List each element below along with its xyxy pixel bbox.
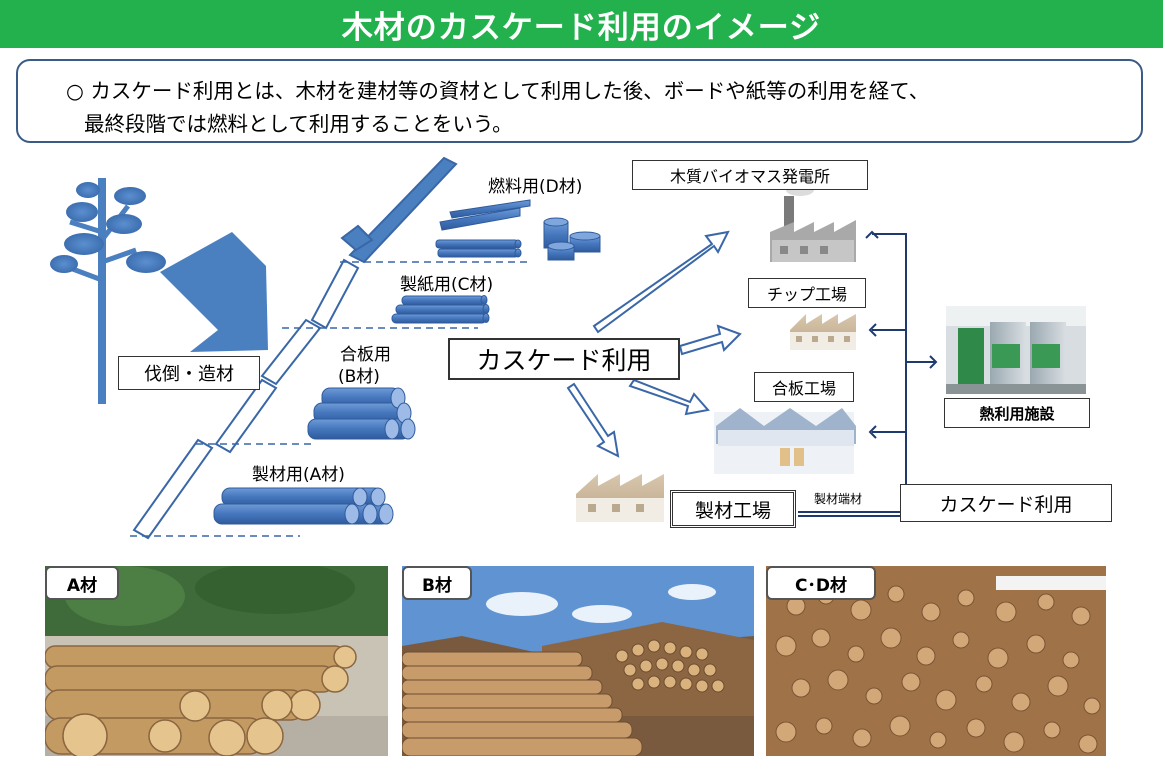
description-line-2: 最終段階では燃料として利用することをいう。 <box>84 112 513 136</box>
heat-connectors <box>798 230 938 517</box>
plywood-factory-label: 合板工場 <box>754 372 854 402</box>
plywood-label-line2: (B材) <box>338 367 380 387</box>
paper-label: 製紙用(C材) <box>400 275 494 295</box>
photo-b-tag: B材 <box>402 566 472 600</box>
cascade-right-label: カスケード利用 <box>900 484 1112 522</box>
paper-logs-icon <box>391 295 490 324</box>
photo-b-logs: B材 <box>402 566 754 756</box>
lumber-logs-icon <box>213 487 394 525</box>
biomass-plant-icon <box>770 184 856 262</box>
description-box: ○ カスケード利用とは、木材を建材等の資材として利用した後、ボードや紙等の利用を… <box>16 59 1143 143</box>
plywood-factory-icon <box>714 408 856 474</box>
mill-ends-label: 製材端材 <box>814 492 863 506</box>
photo-cd-tag: C･D材 <box>766 566 876 600</box>
fuel-label: 燃料用(D材) <box>488 177 583 197</box>
cascade-diagram <box>50 156 1086 540</box>
grade-lines <box>130 261 530 537</box>
plywood-logs-icon <box>307 387 416 440</box>
tree-icon <box>50 178 166 404</box>
chip-factory-icon <box>790 314 856 350</box>
sawmill-icon <box>576 474 664 522</box>
cd-logs-image <box>766 566 1106 756</box>
biomass-plant-label: 木質バイオマス発電所 <box>632 160 868 190</box>
b-logs-image <box>402 566 754 756</box>
description-line-1: ○ カスケード利用とは、木材を建材等の資材として利用した後、ボードや紙等の利用を… <box>66 79 930 103</box>
chip-factory-label: チップ工場 <box>748 278 866 308</box>
cascade-center-label: カスケード利用 <box>448 338 680 380</box>
felling-label: 伐倒・造材 <box>118 356 260 390</box>
cascade-arrows <box>566 230 742 458</box>
sawmill-label: 製材工場 <box>670 490 796 528</box>
photo-a-logs: A材 <box>45 566 388 756</box>
fuel-logs-icon <box>435 199 601 261</box>
title-bar: 木材のカスケード利用のイメージ <box>0 0 1163 48</box>
plywood-label-line1: 合板用 <box>340 345 391 365</box>
page-title: 木材のカスケード利用のイメージ <box>341 9 822 46</box>
heat-facility-label: 熱利用施設 <box>944 398 1090 428</box>
photo-cd-logs: C･D材 <box>766 566 1106 756</box>
photo-a-tag: A材 <box>45 566 119 600</box>
lumber-label: 製材用(A材) <box>252 465 345 485</box>
felling-arrow-icon <box>160 232 268 352</box>
heat-facility-image <box>946 306 1086 394</box>
